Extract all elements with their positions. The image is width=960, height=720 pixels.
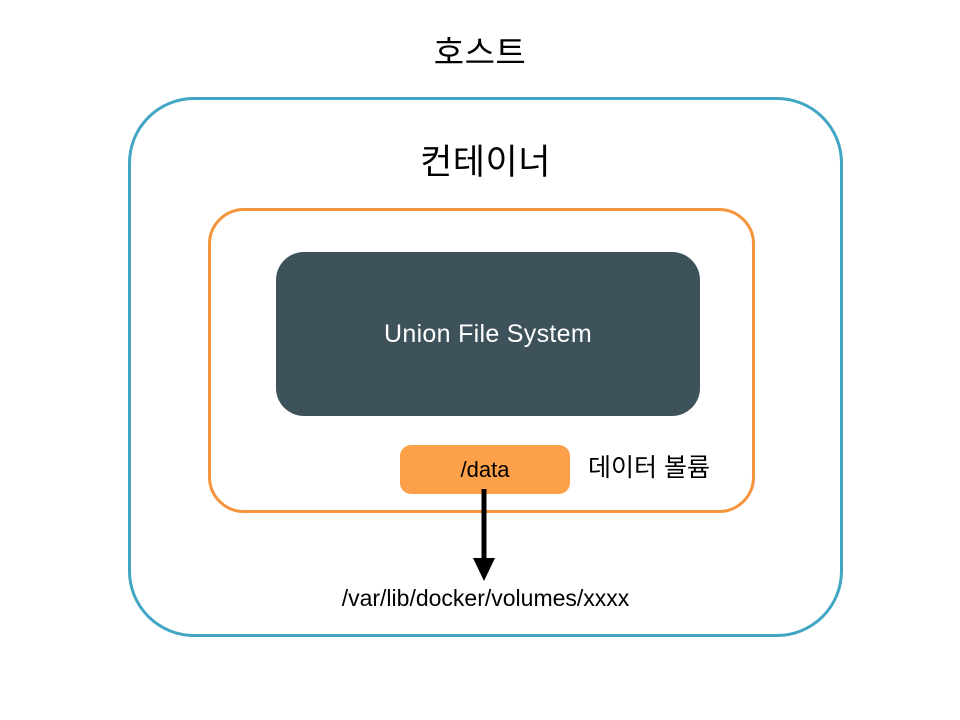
data-volume-caption: 데이터 볼륨	[588, 454, 710, 482]
host-volume-path-label: /var/lib/docker/volumes/xxxx	[341, 585, 630, 611]
union-file-system-label: Union File System	[384, 320, 592, 348]
data-volume-mount-label: /data	[460, 456, 510, 482]
host-title: 호스트	[433, 34, 527, 71]
data-volume-mount-chip: /data	[400, 445, 570, 494]
host-boundary-box	[128, 97, 843, 637]
container-title: 컨테이너	[420, 143, 551, 182]
mount-arrow-icon	[473, 489, 495, 581]
union-file-system-box: Union File System	[276, 252, 700, 416]
